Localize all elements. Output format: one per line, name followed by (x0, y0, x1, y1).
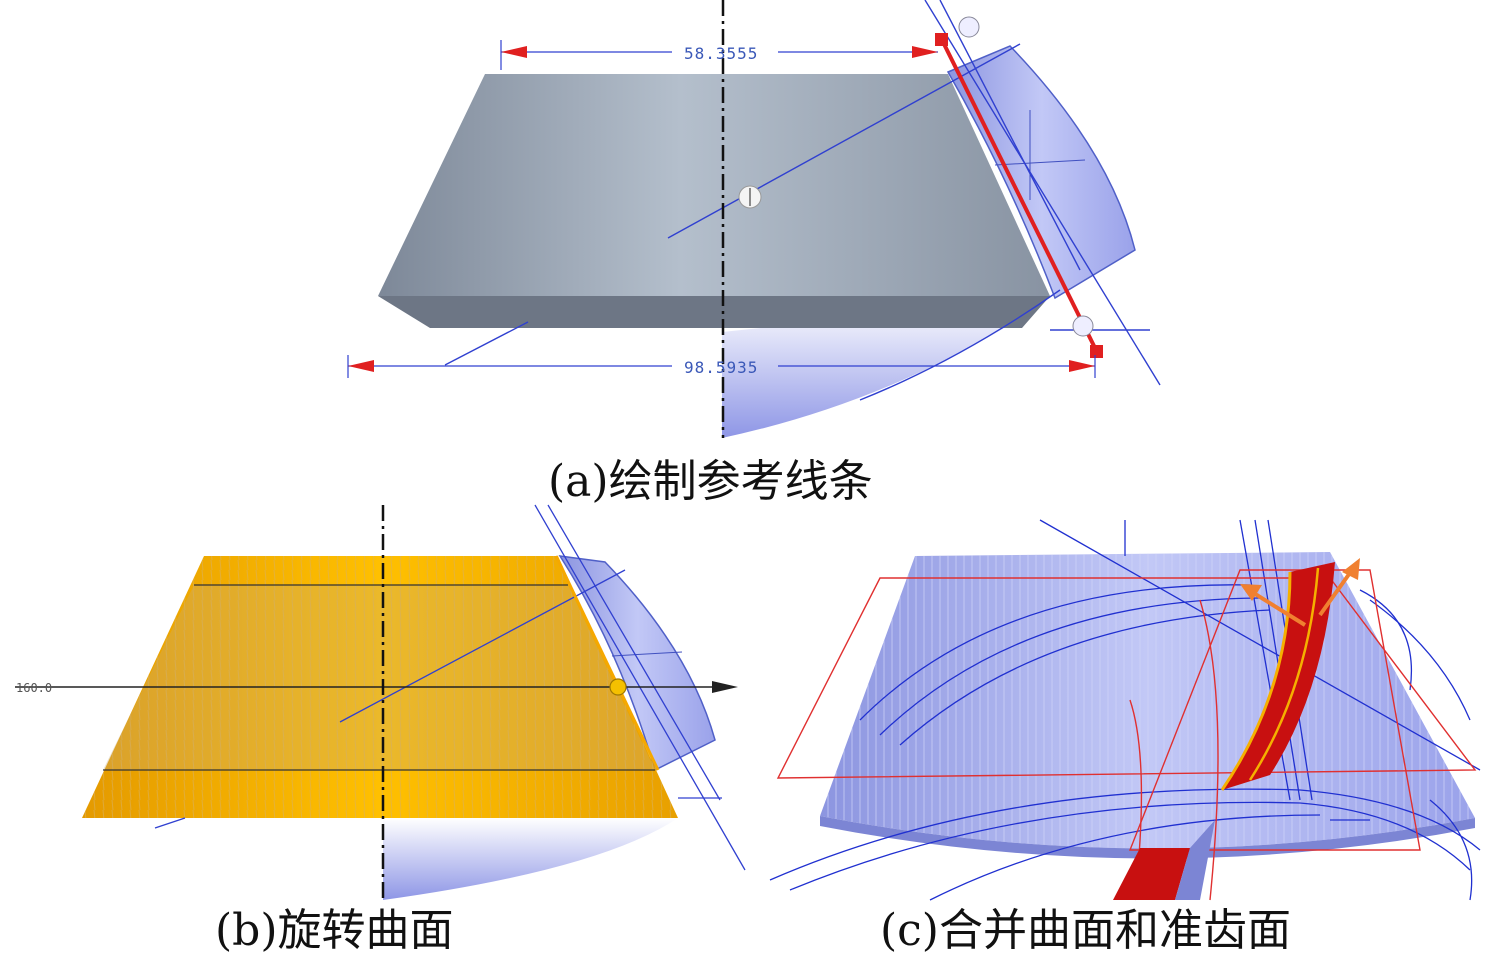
panel-a-drag-handle-bottom[interactable] (1072, 315, 1094, 337)
panel-b-axis-label[interactable]: 160.0 (16, 681, 52, 695)
panel-c-sketch-curves (769, 519, 1481, 901)
panel-a-reference-line (940, 39, 1099, 353)
panel-c-tooth-lower (1113, 848, 1190, 900)
panel-c-caption: (c)合并曲面和准齿面 (880, 905, 1291, 956)
panel-a-dimension-top: 58.3555 (500, 40, 938, 70)
dimension-top-label[interactable]: 58.3555 (684, 44, 758, 63)
panel-b-side-surface (558, 555, 716, 772)
panel-b-caption: (b)旋转曲面 (215, 905, 454, 956)
dimension-bottom-label[interactable]: 98.5935 (684, 358, 758, 377)
panel-b-profile-line (554, 555, 660, 771)
panel-c-direction-arrows[interactable] (1240, 558, 1360, 627)
panel-a: 58.3555 98.5935 (a)绘制参考线条 (347, 0, 1161, 507)
panel-a-frustum-block (378, 74, 1050, 296)
panel-a-dimension-bottom: 98.5935 (347, 355, 1096, 378)
panel-b-axis-handle[interactable] (609, 678, 627, 696)
panel-a-frustum-base (378, 296, 1050, 328)
panel-a-ref-endpoint-top[interactable] (935, 33, 948, 46)
panel-b-lower-surface (383, 818, 678, 900)
panel-c-tooth-surface (1222, 562, 1335, 790)
panel-a-ref-endpoint-bottom[interactable] (1090, 345, 1103, 358)
panel-c: (c)合并曲面和准齿面 (769, 519, 1481, 956)
panel-a-caption: (a)绘制参考线条 (548, 456, 873, 507)
panel-a-drag-handle-top[interactable] (958, 16, 980, 38)
panel-a-lower-surface (722, 298, 1052, 438)
panel-b: 160.0 (b)旋转曲面 (15, 504, 746, 956)
panel-a-side-surface (946, 45, 1136, 300)
